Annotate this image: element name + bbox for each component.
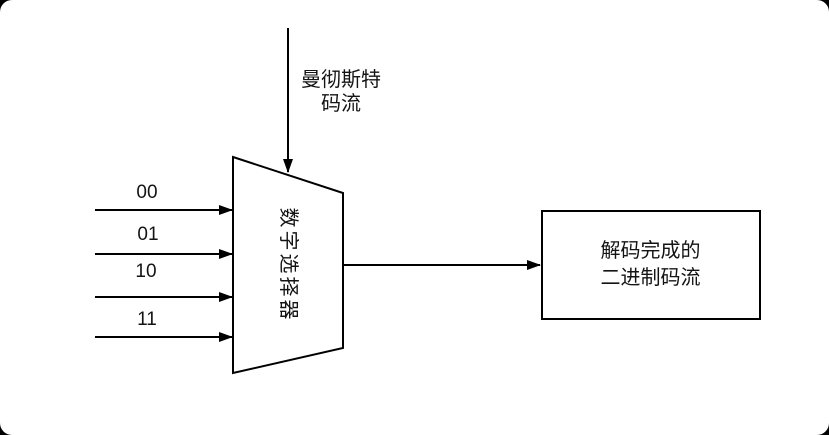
selector-label: 数字选择器 [277,207,299,323]
output-box-label: 解码完成的 二进制码流 [600,240,701,289]
output-box-rect [541,210,761,320]
input-label-11: 11 [137,309,157,330]
input-label-10: 10 [135,261,157,282]
top-input-label: 曼彻斯特 码流 [301,69,381,115]
input-label-01: 01 [137,224,159,245]
selector-trapezoid [232,155,344,375]
input-label-00: 00 [136,182,158,203]
